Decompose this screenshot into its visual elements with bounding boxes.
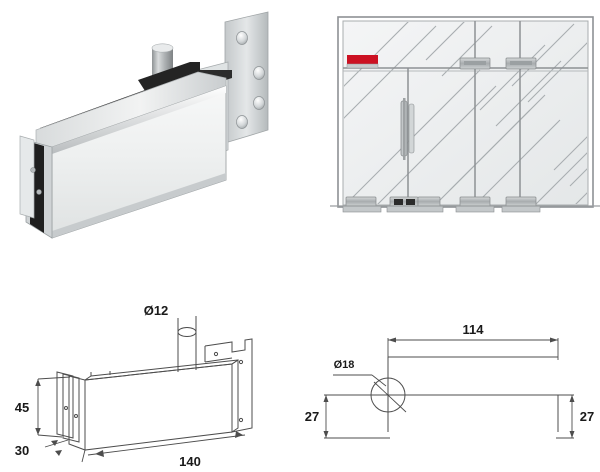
dimension-label-width: 140: [179, 454, 201, 469]
dimension-label-length: 114: [463, 322, 485, 337]
dimension-label-offset-right: 27: [580, 409, 594, 424]
dimension-label-depth: 30: [15, 443, 29, 458]
pivot-pin-outline: [177, 316, 197, 372]
wall-bracket-outline: [204, 338, 253, 433]
dimension-offset-right-27: [556, 394, 575, 439]
screw-hole: [253, 66, 265, 80]
product-photo: [0, 0, 320, 245]
dimension-offset-left-27: [323, 394, 390, 439]
clamp-screw: [36, 189, 42, 195]
screw-hole: [253, 96, 265, 110]
door-mullions: [407, 21, 521, 204]
dimension-label-height: 45: [15, 400, 29, 415]
dimension-depth-30: [44, 439, 69, 456]
dimension-label-hole-diameter: Ø18: [334, 359, 355, 371]
dimension-width-140: [81, 431, 246, 463]
leader-line-hole-diameter: [333, 374, 387, 387]
wall-mount-plate: [224, 11, 269, 144]
screw-hole: [236, 31, 248, 45]
cover-plate: [51, 85, 227, 239]
top-patch-fittings: [459, 57, 537, 70]
dimension-label-pin-diameter: Ø12: [144, 303, 169, 318]
dimensioned-plan-drawing: Ø18 114 27 27: [300, 320, 600, 460]
dimension-label-offset-left: 27: [305, 409, 319, 424]
screw-hole: [236, 115, 248, 129]
glass-door-elevation-diagram: [330, 0, 600, 235]
door-frame: [337, 16, 594, 208]
glass-clamp-stack: [19, 135, 53, 239]
bottom-hardware: [342, 196, 541, 213]
dimensioned-isometric-drawing: Ø12 45 30 140: [0, 280, 300, 472]
clamp-screw: [30, 167, 36, 173]
dimension-height-45: [35, 376, 71, 438]
highlighted-patch-fitting: [346, 55, 379, 69]
door-pull-handle: [400, 98, 415, 160]
patch-body-outline: [56, 359, 239, 451]
dimension-length-114: [387, 337, 559, 360]
plate-profile-outline: [338, 356, 559, 432]
